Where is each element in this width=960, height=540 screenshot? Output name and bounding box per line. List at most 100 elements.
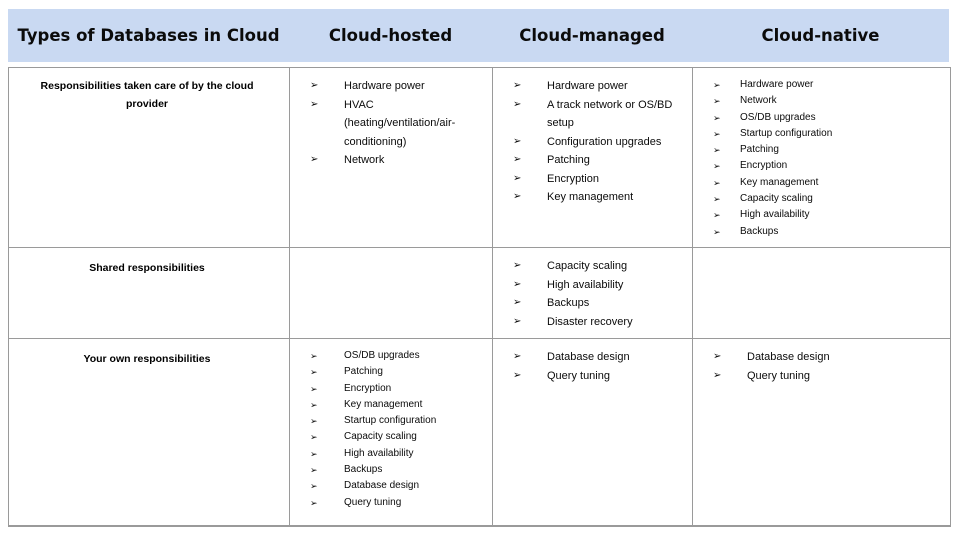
list-item: ➢ Disaster recovery: [493, 313, 688, 332]
arrowhead-bullet-icon: ➢: [310, 497, 318, 508]
arrowhead-bullet-icon: ➢: [310, 383, 318, 394]
list-item-text: Network: [740, 95, 777, 107]
arrowhead-bullet-icon: ➢: [310, 399, 318, 410]
list-item: ➢ High availability: [493, 276, 688, 295]
arrowhead-bullet-icon: ➢: [513, 98, 522, 110]
list-item-text: Hardware power: [740, 79, 814, 90]
list-item: ➢HVAC (heating/ventilation/air-condition…: [290, 96, 488, 152]
list-item-text: Encryption: [547, 172, 599, 185]
list-item: ➢Capacity scaling: [693, 191, 946, 207]
arrowhead-bullet-icon: ➢: [713, 210, 721, 221]
arrowhead-bullet-icon: ➢: [513, 191, 522, 202]
list-item: ➢ Backups: [493, 294, 688, 313]
list-item-text: Patching: [547, 154, 590, 166]
cell-shared-cloud-hosted: [290, 248, 493, 339]
list-item-text: Configuration upgrades: [547, 135, 662, 148]
list-item: ➢High availability: [290, 446, 488, 462]
list-item: ➢Encryption: [493, 170, 688, 189]
arrowhead-bullet-icon: ➢: [310, 416, 318, 427]
arrowhead-bullet-icon: ➢: [713, 226, 721, 237]
list-item-text: Encryption: [740, 160, 788, 172]
list-item: ➢ Backups: [290, 462, 488, 478]
arrowhead-bullet-icon: ➢: [513, 278, 522, 290]
row-label: Your own responsibilities: [83, 353, 211, 365]
list-item: ➢ Network: [290, 151, 488, 170]
row-label-cell-your-own-responsibilities: Your own responsibilities: [9, 339, 290, 525]
list-item: ➢Startup configuration: [693, 126, 946, 142]
list-item: ➢Key management: [290, 397, 488, 413]
arrowhead-bullet-icon: ➢: [310, 351, 318, 361]
list-item: ➢High availability: [693, 207, 946, 223]
arrowhead-bullet-icon: ➢: [713, 351, 722, 362]
arrowhead-bullet-icon: ➢: [713, 177, 721, 188]
arrowhead-bullet-icon: ➢: [310, 481, 318, 492]
arrowhead-bullet-icon: ➢: [513, 297, 522, 308]
list-item: ➢Hardware power: [493, 77, 688, 96]
list-item-text: Key management: [740, 176, 819, 188]
list-item: ➢ Encryption: [290, 381, 488, 397]
arrowhead-bullet-icon: ➢: [513, 351, 522, 362]
column-header-cloud-managed: Cloud-managed: [519, 26, 665, 45]
list-item: ➢OS/DB upgrades: [693, 110, 946, 126]
arrowhead-bullet-icon: ➢: [310, 465, 318, 476]
list-item-text: Key management: [547, 191, 634, 203]
list-item: ➢ Hardware power: [693, 77, 946, 93]
list-item: ➢ Query tuning: [290, 495, 488, 511]
arrowhead-bullet-icon: ➢: [513, 315, 522, 327]
list-item-text: Hardware power: [344, 80, 425, 92]
list-item: ➢ Query tuning: [493, 367, 688, 386]
list-item-text: High availability: [344, 447, 414, 459]
column-header-cloud-hosted: Cloud-hosted: [328, 26, 453, 45]
list-item-text: Startup configuration: [344, 415, 437, 427]
list-item: ➢Patching: [290, 364, 488, 380]
list-item-text: Encryption: [344, 382, 392, 394]
list-item-text: Capacity scaling: [344, 431, 417, 443]
list-item: ➢ Startup configuration: [290, 413, 488, 429]
arrowhead-bullet-icon: ➢: [513, 154, 522, 165]
list-item: ➢Query tuning: [693, 367, 946, 386]
arrowhead-bullet-icon: ➢: [310, 80, 319, 91]
arrowhead-bullet-icon: ➢: [513, 369, 522, 381]
cell-shared-cloud-managed: ➢ Capacity scaling ➢ High availability ➢ Back…: [493, 248, 693, 339]
table-header-row: Types of Databases in Cloud Cloud-hosted…: [8, 9, 949, 62]
list-item-text: Backups: [547, 297, 590, 309]
arrowhead-bullet-icon: ➢: [513, 260, 522, 271]
arrowhead-bullet-icon: ➢: [713, 80, 721, 90]
list-item-text: Hardware power: [547, 80, 628, 92]
list-item: ➢ Hardware power: [290, 77, 488, 96]
list-item-text: Capacity scaling: [547, 260, 628, 272]
list-item: ➢ Patching: [493, 151, 688, 170]
list-item: ➢Database design: [693, 348, 946, 367]
list-item-text: Database design: [547, 351, 630, 363]
table-title: Types of Databases in Cloud: [17, 26, 280, 45]
list-item: ➢ Database design: [290, 478, 488, 494]
arrowhead-bullet-icon: ➢: [513, 135, 522, 147]
list-item: ➢ A track network or OS/BD setup: [493, 96, 688, 133]
list-item: ➢ Key management: [693, 175, 946, 191]
arrowhead-bullet-icon: ➢: [713, 145, 721, 156]
list-item-text: Disaster recovery: [547, 315, 633, 328]
list-item-text: Backups: [740, 225, 779, 237]
list-item-text: Database design: [344, 480, 420, 492]
list-item-text: Query tuning: [344, 496, 402, 508]
row-label-cell-provider-responsibilities: Responsibilities taken care of by the cl…: [9, 68, 290, 248]
list-item-text: OS/DB upgrades: [740, 111, 816, 123]
list-item-text: High availability: [547, 278, 624, 291]
row-label: Responsibilities taken care of by the cl…: [40, 80, 254, 110]
list-item-text: Patching: [344, 366, 383, 378]
row-label-cell-shared-responsibilities: Shared responsibilities: [9, 248, 290, 339]
list-item-text: A track network or OS/BD setup: [547, 98, 673, 130]
list-item: ➢ Configuration upgrades: [493, 133, 688, 152]
arrowhead-bullet-icon: ➢: [310, 154, 319, 165]
list-item-text: Backups: [344, 464, 383, 476]
list-item-text: Network: [344, 154, 385, 166]
list-item-text: Query tuning: [547, 369, 610, 382]
cell-own-cloud-hosted: ➢OS/DB upgrades➢Patching➢Encryption➢Key …: [290, 339, 493, 525]
cell-provider-cloud-hosted: ➢ Hardware power ➢HVAC (heating/ventilatio…: [290, 68, 493, 248]
list-item: ➢ OS/DB upgrades: [290, 348, 488, 364]
cell-own-cloud-managed: ➢ Database design ➢ Query tuning: [493, 339, 693, 525]
column-header-cloud-native: Cloud-native: [761, 26, 880, 45]
arrowhead-bullet-icon: ➢: [310, 432, 318, 443]
list-item-text: OS/DB upgrades: [344, 350, 420, 361]
